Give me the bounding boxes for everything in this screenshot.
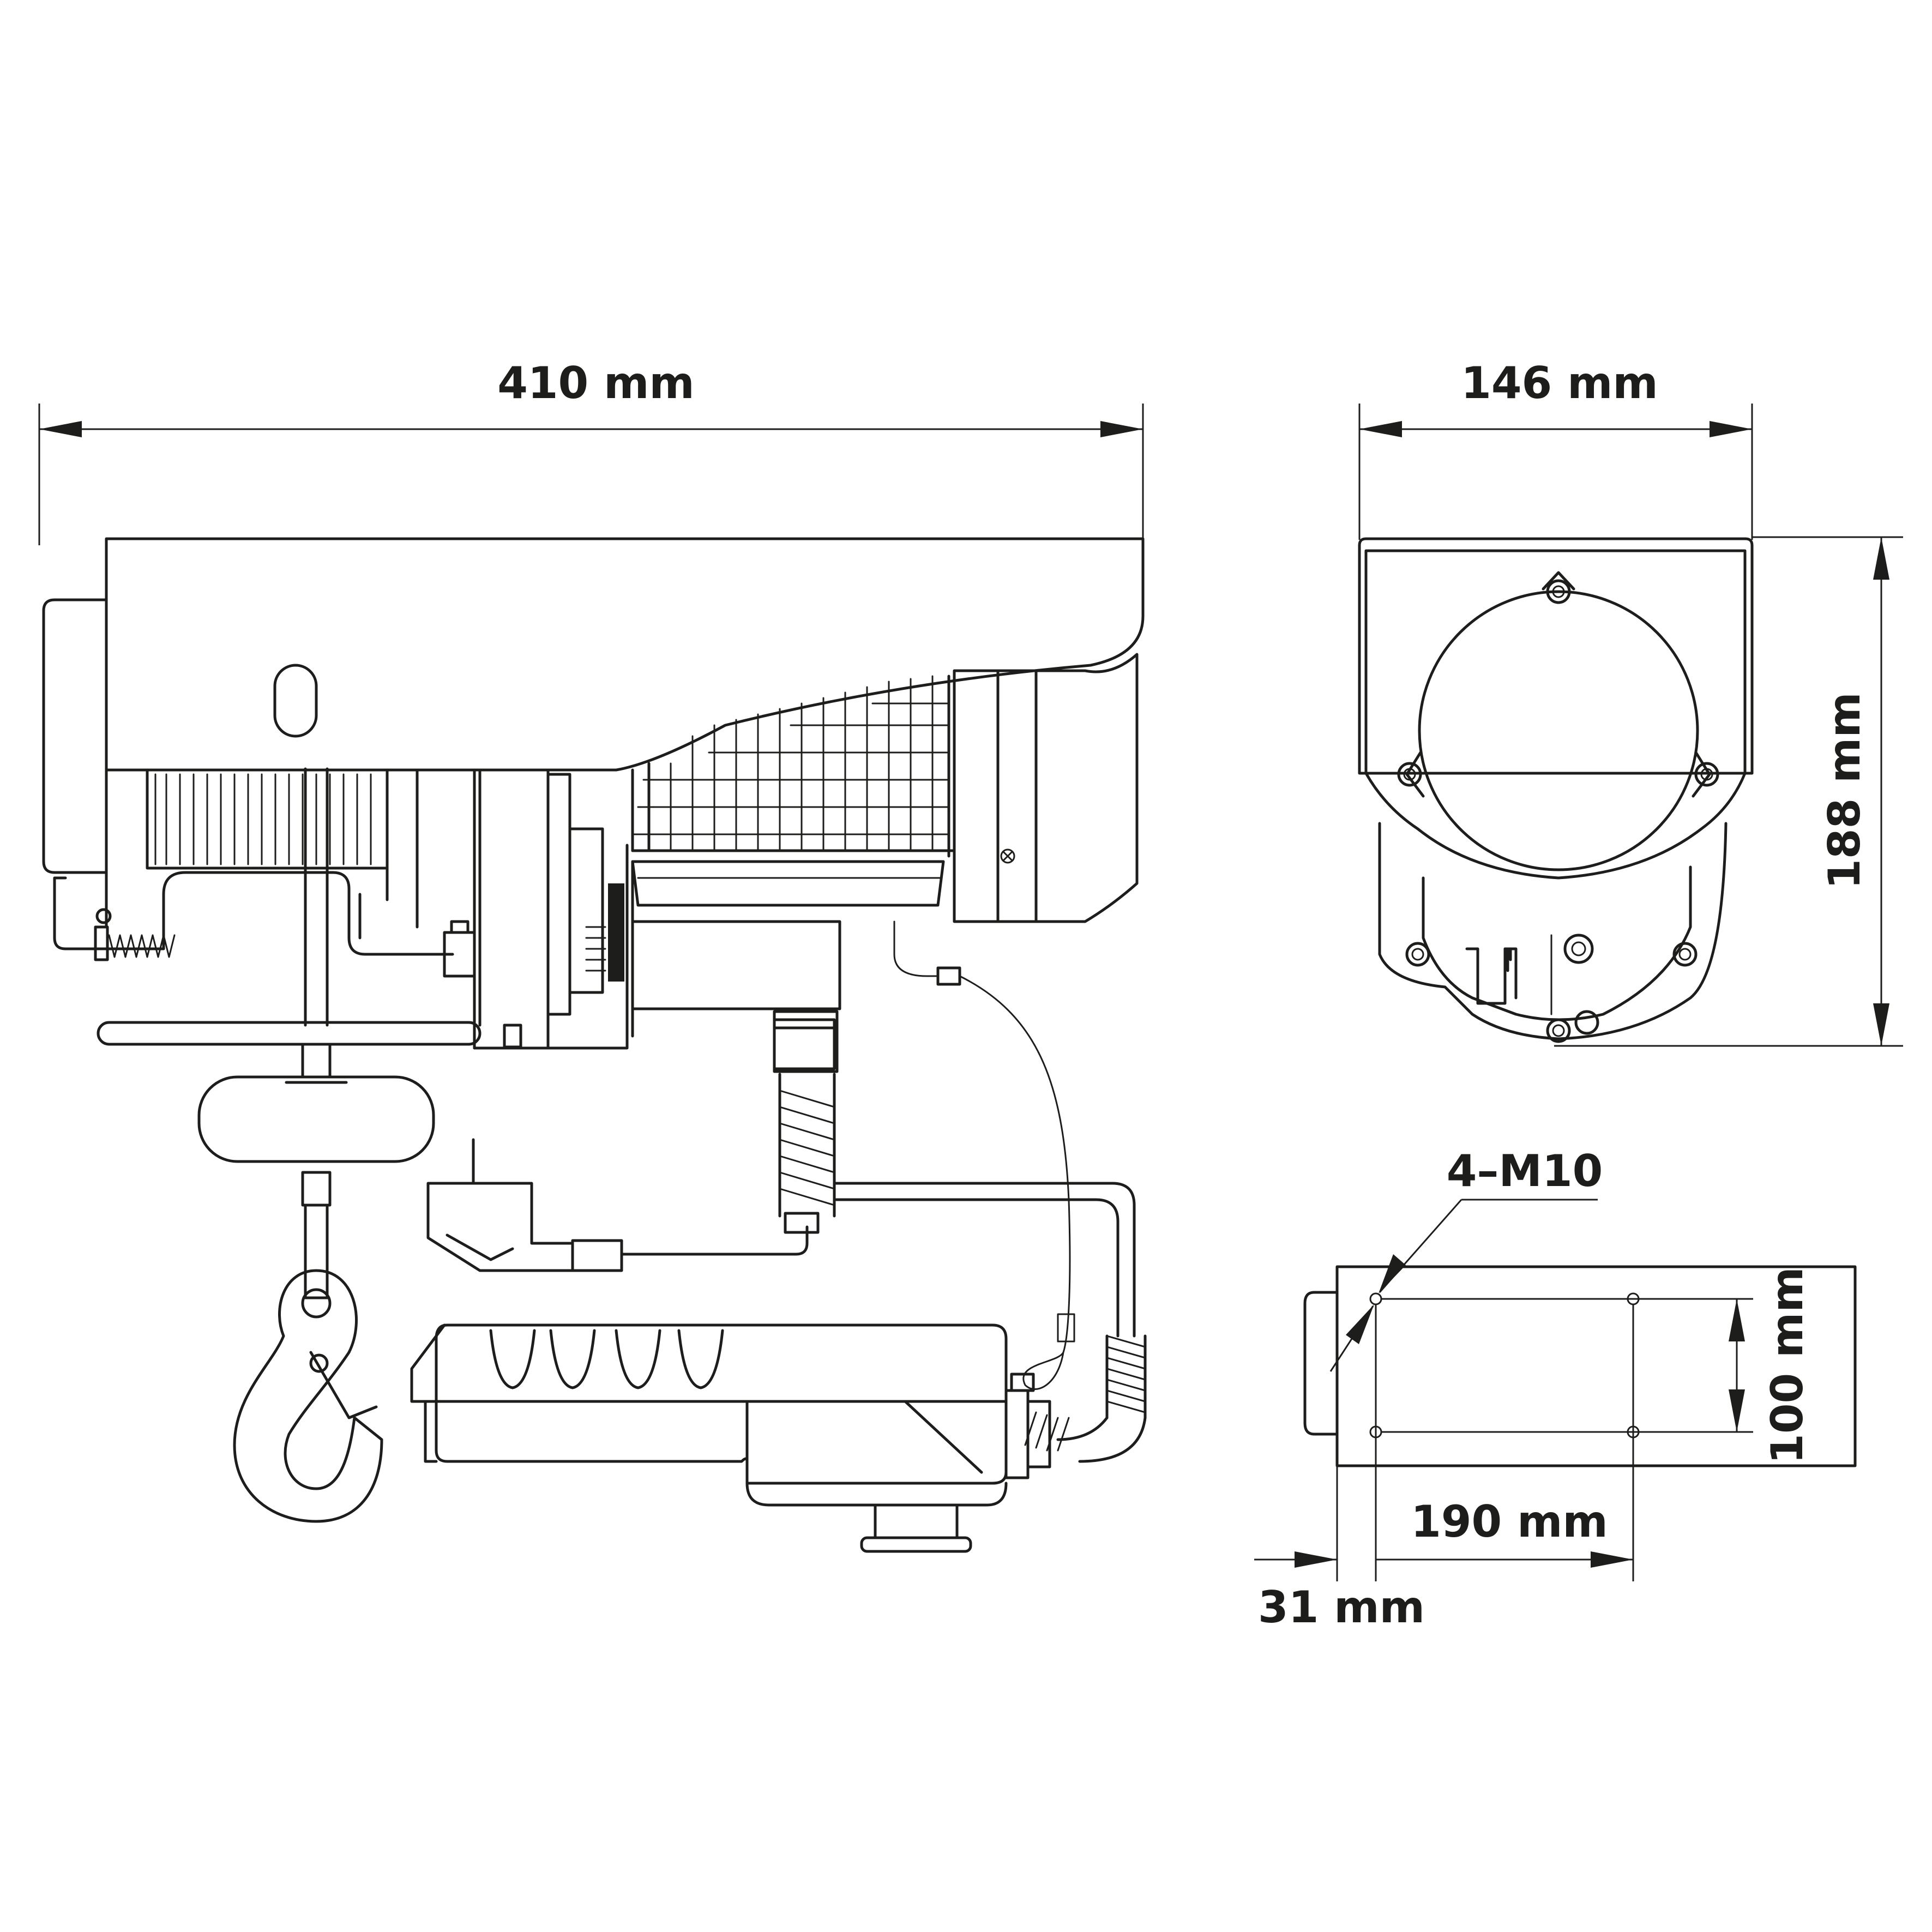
lifting-hook [233,1269,383,1523]
mounting-plate [1335,1265,1857,1467]
wire-drum [105,768,482,1027]
bolt-spec-label: 4–M10 [1447,1146,1603,1196]
electrical-box [631,920,961,1073]
mounting-plate-view: 100 mm 190 mm 31 mm 4–M10 [1254,1146,1857,1633]
dimension-width: 146 mm [1358,358,1753,540]
power-plug [426,1138,809,1272]
motor-cover [1418,590,1699,871]
main-housing [105,537,1145,772]
bolt-hole [1369,1292,1382,1305]
motor-block [443,768,634,1050]
bolt-offset-label: 31 mm [1258,1582,1425,1633]
bolt-spacing-length-label: 190 mm [1411,1496,1608,1547]
limit-switch-rod [53,871,454,961]
dimension-length: 410 mm [38,358,1144,545]
width-label: 146 mm [1461,358,1658,408]
left-end-cap [42,598,108,874]
motor-end [953,653,1139,923]
hoist-end-view [1358,537,1754,1043]
length-label: 410 mm [497,358,695,408]
spiral-cable [773,1018,1147,1463]
pendant-control [410,1323,1051,1553]
height-label: 188 mm [1819,692,1870,889]
bolt-spacing-width-label: 100 mm [1762,1267,1813,1464]
hook-block [197,767,435,1523]
guide-bar [97,1021,482,1046]
hoist-side-view [42,537,1147,1553]
end-plate [1364,772,1747,880]
signal-wire [959,975,1071,1390]
housing-slot [273,664,318,738]
dimension-height: 188 mm [1554,536,1903,1047]
cooling-fins [631,675,956,907]
